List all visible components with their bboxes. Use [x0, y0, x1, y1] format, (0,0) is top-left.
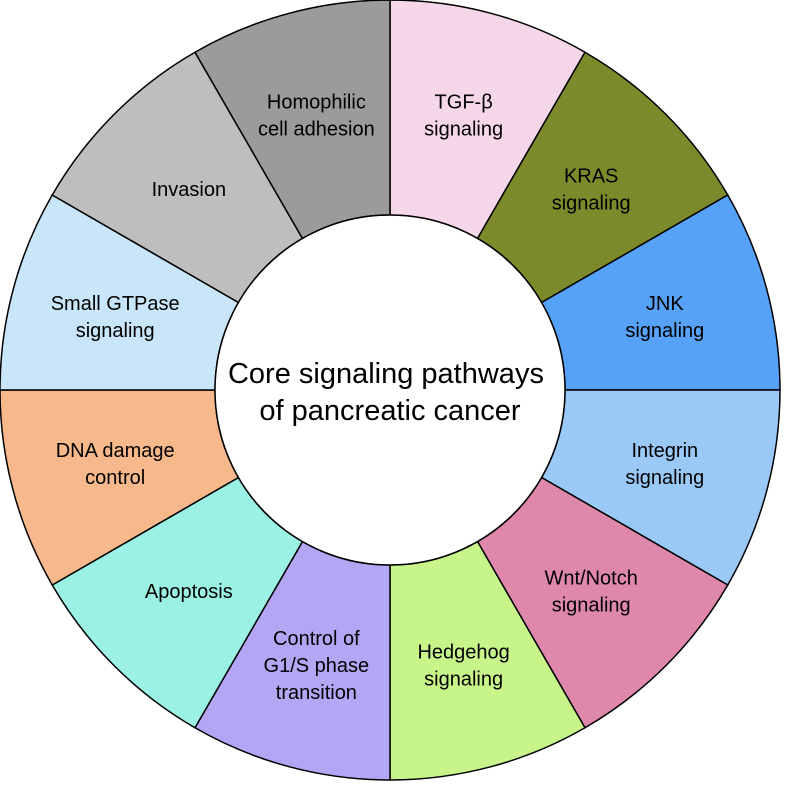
center-circle — [214, 214, 566, 566]
segment-label-line: control — [85, 467, 145, 489]
segment-label-line: Invasion — [152, 179, 227, 201]
segment-label-line: signaling — [552, 192, 631, 214]
segment-label-line: Small GTPase — [51, 293, 180, 315]
segment-label-line: Control of — [273, 628, 360, 650]
segment-label-hedgehog-signaling: Hedgehog signaling — [417, 641, 509, 690]
segment-label-line: signaling — [424, 119, 503, 141]
segment-label-dna-damage-control: DNA damage control — [56, 440, 175, 489]
segment-label-line: transition — [276, 682, 357, 704]
segment-label-line: KRAS — [564, 165, 618, 187]
segment-label-line: signaling — [552, 595, 631, 617]
segment-label-line: JNK — [646, 293, 684, 315]
segment-label-line: TGF-β — [435, 92, 493, 114]
segment-label-line: Hedgehog — [417, 641, 509, 663]
center-label-line: Core signaling pathways — [228, 358, 544, 390]
segment-label-jnk-signaling: JNK signaling — [625, 293, 704, 342]
segment-label-line: signaling — [625, 467, 704, 489]
segment-label-kras-signaling: KRAS signaling — [552, 165, 631, 214]
segment-label-line: G1/S phase — [264, 655, 370, 677]
segment-label-line: Integrin — [631, 440, 698, 462]
center-label: Core signaling pathways of pancreatic ca… — [228, 358, 552, 427]
segment-label-homophilic-cell-adhesion: Homophilic cell adhesion — [258, 92, 375, 141]
segment-label-line: Apoptosis — [145, 581, 233, 603]
segment-label-apoptosis: Apoptosis — [145, 581, 233, 603]
segment-label-line: Homophilic — [267, 92, 366, 114]
segment-label-line: signaling — [424, 668, 503, 690]
segment-label-line: signaling — [625, 320, 704, 342]
segment-label-small-gtpase-signaling: Small GTPase signaling — [51, 293, 180, 342]
segment-label-wnt-notch-signaling: Wnt/Notch signaling — [544, 568, 637, 617]
segment-label-line: Wnt/Notch — [544, 568, 637, 590]
segment-label-tgf-signaling: TGF-β signaling — [424, 92, 503, 141]
segment-label-line: signaling — [76, 320, 155, 342]
segment-label-line: DNA damage — [56, 440, 175, 462]
segment-label-line: cell adhesion — [258, 119, 375, 141]
center-label-line: of pancreatic cancer — [259, 395, 520, 427]
segment-label-integrin-signaling: Integrin signaling — [625, 440, 704, 489]
segment-label-control-of-g1-s-phase-transition: Control of G1/S phase transition — [264, 628, 370, 704]
segment-label-invasion: Invasion — [152, 179, 227, 201]
